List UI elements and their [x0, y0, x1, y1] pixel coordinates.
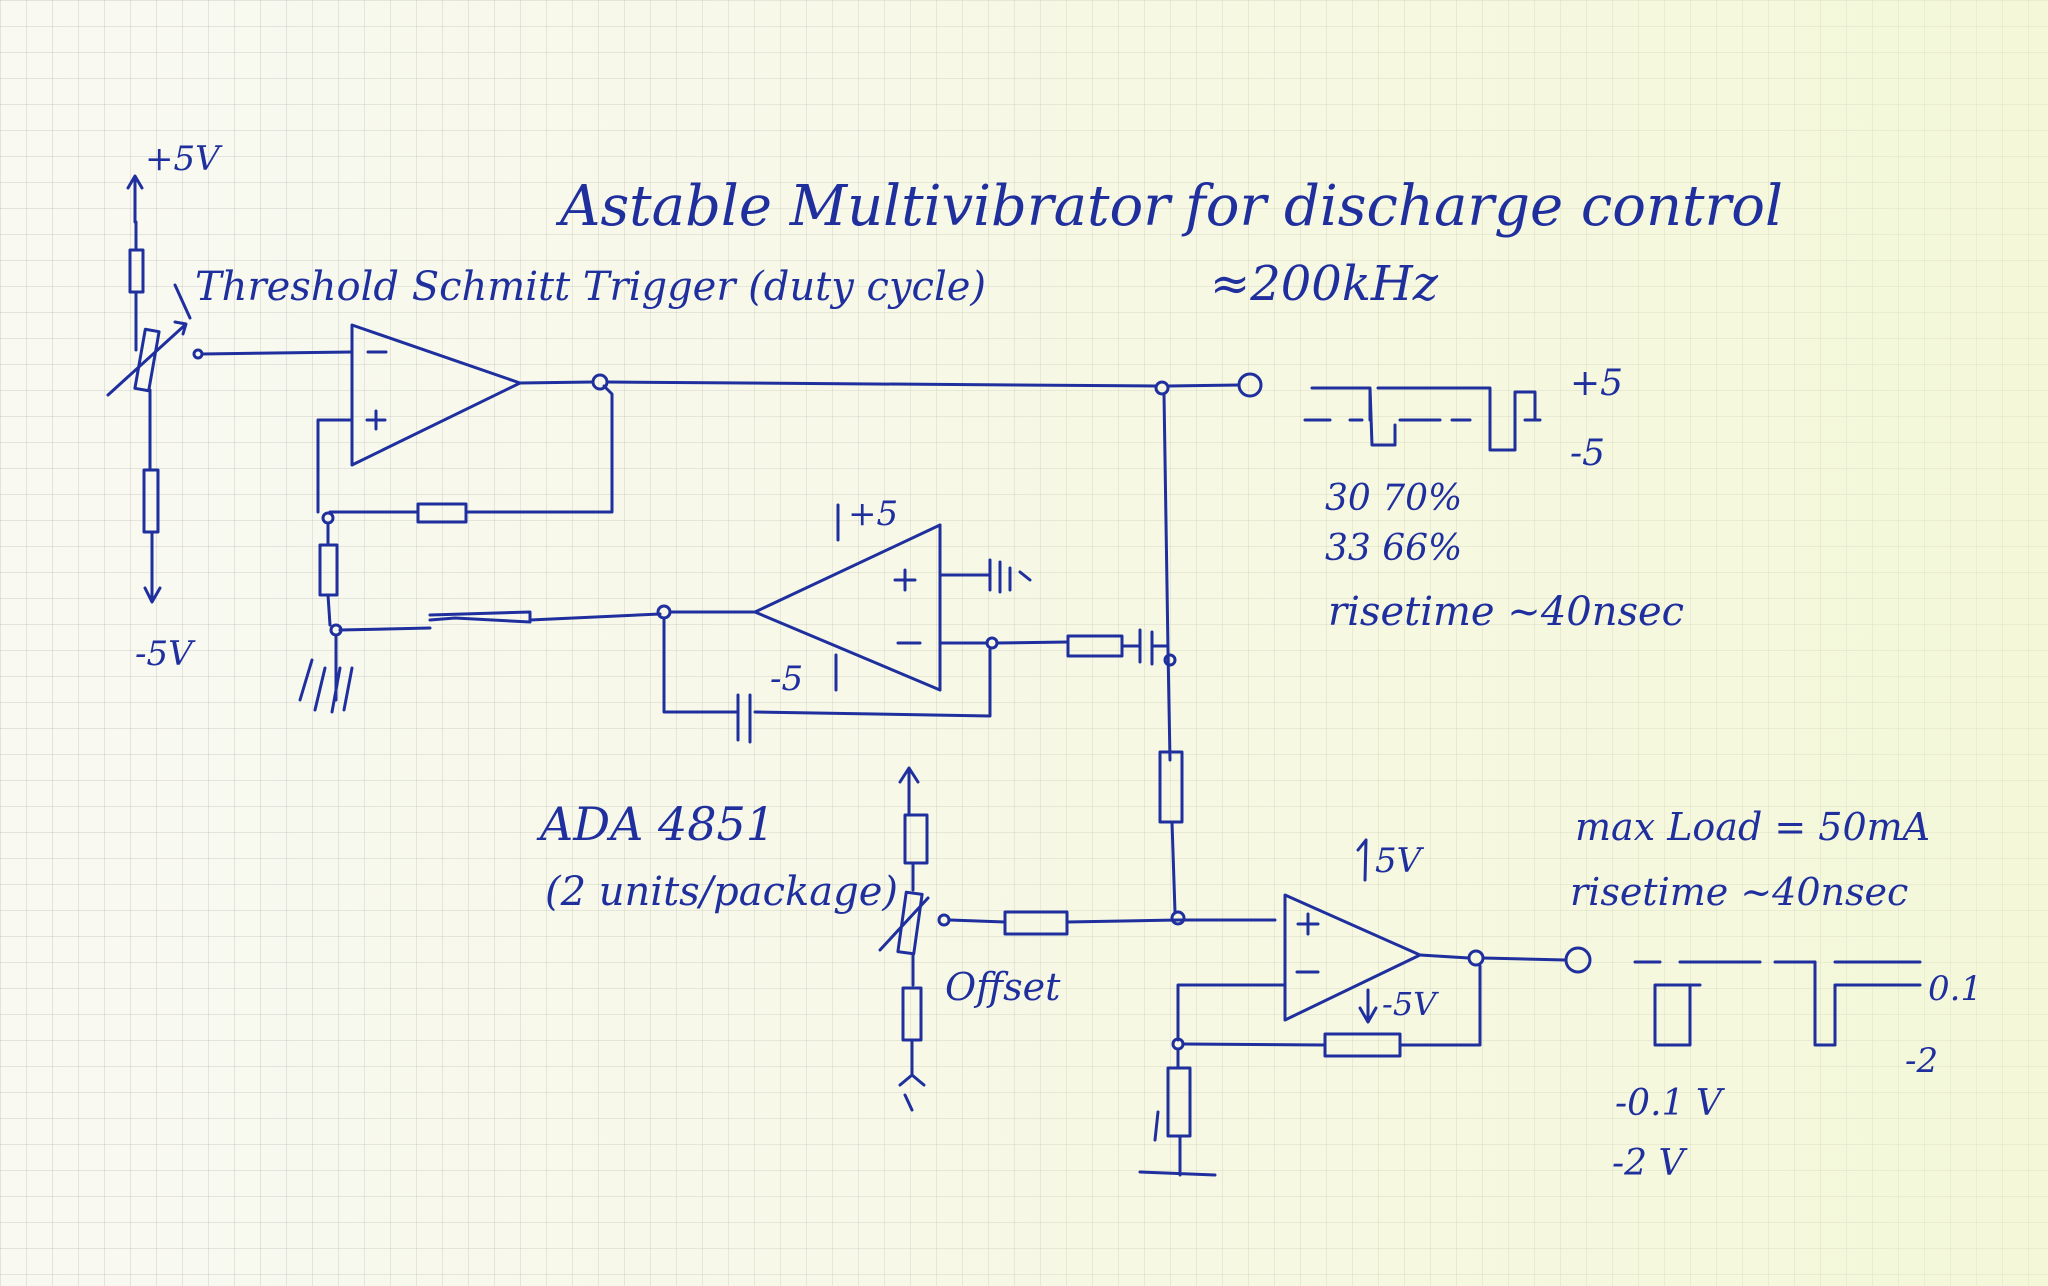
wire-in-minus	[200, 350, 354, 356]
capacitor-c2	[1120, 628, 1168, 666]
note-level-b: -2	[1905, 1041, 1938, 1081]
waveform-bottom	[1633, 960, 1922, 1047]
pot-arrow	[106, 320, 188, 397]
opamp-1	[192, 323, 1157, 714]
pot-tick	[173, 283, 192, 320]
offset-network	[878, 766, 1277, 1112]
wire-integrator	[662, 616, 992, 718]
label-opamp2-vplus: +5	[848, 494, 898, 534]
resistor-feedback	[416, 502, 468, 524]
label-part-note: (2 units/package)	[545, 869, 898, 915]
label-opamp2-vminus: -5	[770, 659, 803, 699]
opamp-2-plus	[893, 568, 917, 592]
resistor-r7	[903, 813, 929, 865]
note-level-lo: -5	[1570, 433, 1605, 474]
note-level-hi: +5	[1570, 363, 1623, 404]
vminus-arrow	[143, 530, 162, 604]
title-line1: Astable Multivibrator	[555, 174, 1173, 239]
resistor-r6	[1158, 750, 1184, 824]
label-vplus: +5V	[145, 139, 223, 179]
note-duty1: 30 70%	[1325, 478, 1462, 519]
resistor-r1	[128, 248, 145, 294]
resistor-r2	[142, 468, 160, 534]
output-terminal-top	[1237, 372, 1263, 398]
resistor-r8	[1003, 910, 1069, 936]
opamp-1-plus	[365, 409, 387, 431]
opamp-2	[338, 503, 1168, 744]
ground-left	[298, 633, 354, 714]
note-level-a: 0.1	[1928, 969, 1982, 1009]
offset-pot	[896, 890, 924, 956]
label-vminus: -5V	[135, 634, 196, 674]
resistor-r4	[338, 610, 532, 632]
annotations: +5V -5V Astable Multivibrator for discha…	[135, 139, 1982, 1184]
resistor-r10	[1166, 1066, 1192, 1138]
resistor-r5	[1066, 634, 1124, 658]
note-v2: -2 V	[1612, 1143, 1689, 1184]
label-opamp3-vminus: -5V	[1382, 985, 1439, 1023]
resistor-feedback-out	[1323, 1032, 1402, 1058]
opamp-3-plus	[1296, 912, 1320, 936]
note-risetime-bottom: risetime ~40nsec	[1570, 870, 1908, 914]
opamp-3-vplus	[1356, 838, 1368, 882]
offset-vplus-arrow	[898, 766, 920, 817]
label-part: ADA 4851	[536, 797, 775, 851]
wire-to-opamp3-plus	[1065, 918, 1277, 924]
note-risetime-top: risetime ~40nsec	[1328, 589, 1684, 635]
wire-opamp3-minus	[1176, 983, 1287, 1042]
ground-bottom	[1138, 1047, 1217, 1177]
wire-opamp3-feedback	[1181, 964, 1482, 1047]
node-rail	[1154, 372, 1263, 926]
wire-feedback	[486, 384, 614, 514]
note-duty2: 33 66%	[1325, 528, 1462, 569]
note-max-load: max Load = 50mA	[1575, 805, 1930, 849]
output-terminal-bottom	[1564, 946, 1592, 974]
note-v1: -0.1 V	[1615, 1083, 1726, 1124]
label-opamp3-vplus: 5V	[1375, 841, 1425, 881]
label-offset: Offset	[945, 965, 1061, 1009]
title-line2: for discharge control	[1181, 174, 1783, 239]
opamp-3-body	[1283, 893, 1422, 1022]
opamp-1-body	[350, 323, 522, 467]
waveform-top	[1303, 386, 1542, 452]
label-threshold: Threshold Schmitt Trigger (duty cycle)	[195, 264, 986, 310]
opamp-3-vminus	[1358, 988, 1378, 1024]
offset-pot-arrow	[878, 896, 930, 952]
supply-rail-left	[106, 174, 192, 604]
resistor-r9	[901, 986, 923, 1042]
title-freq: ≈200kHz	[1210, 256, 1439, 312]
potentiometer	[133, 327, 161, 393]
capacitor-c1	[736, 693, 752, 744]
resistor-r3	[318, 543, 339, 597]
wire-in-plus	[316, 418, 354, 514]
wire-opamp1-out	[518, 380, 1157, 388]
opamp-2-plus-ground	[938, 558, 1032, 594]
vplus-arrow	[126, 174, 144, 224]
offset-vminus-arrow	[898, 1038, 926, 1112]
opamp-3	[1138, 838, 1592, 1177]
